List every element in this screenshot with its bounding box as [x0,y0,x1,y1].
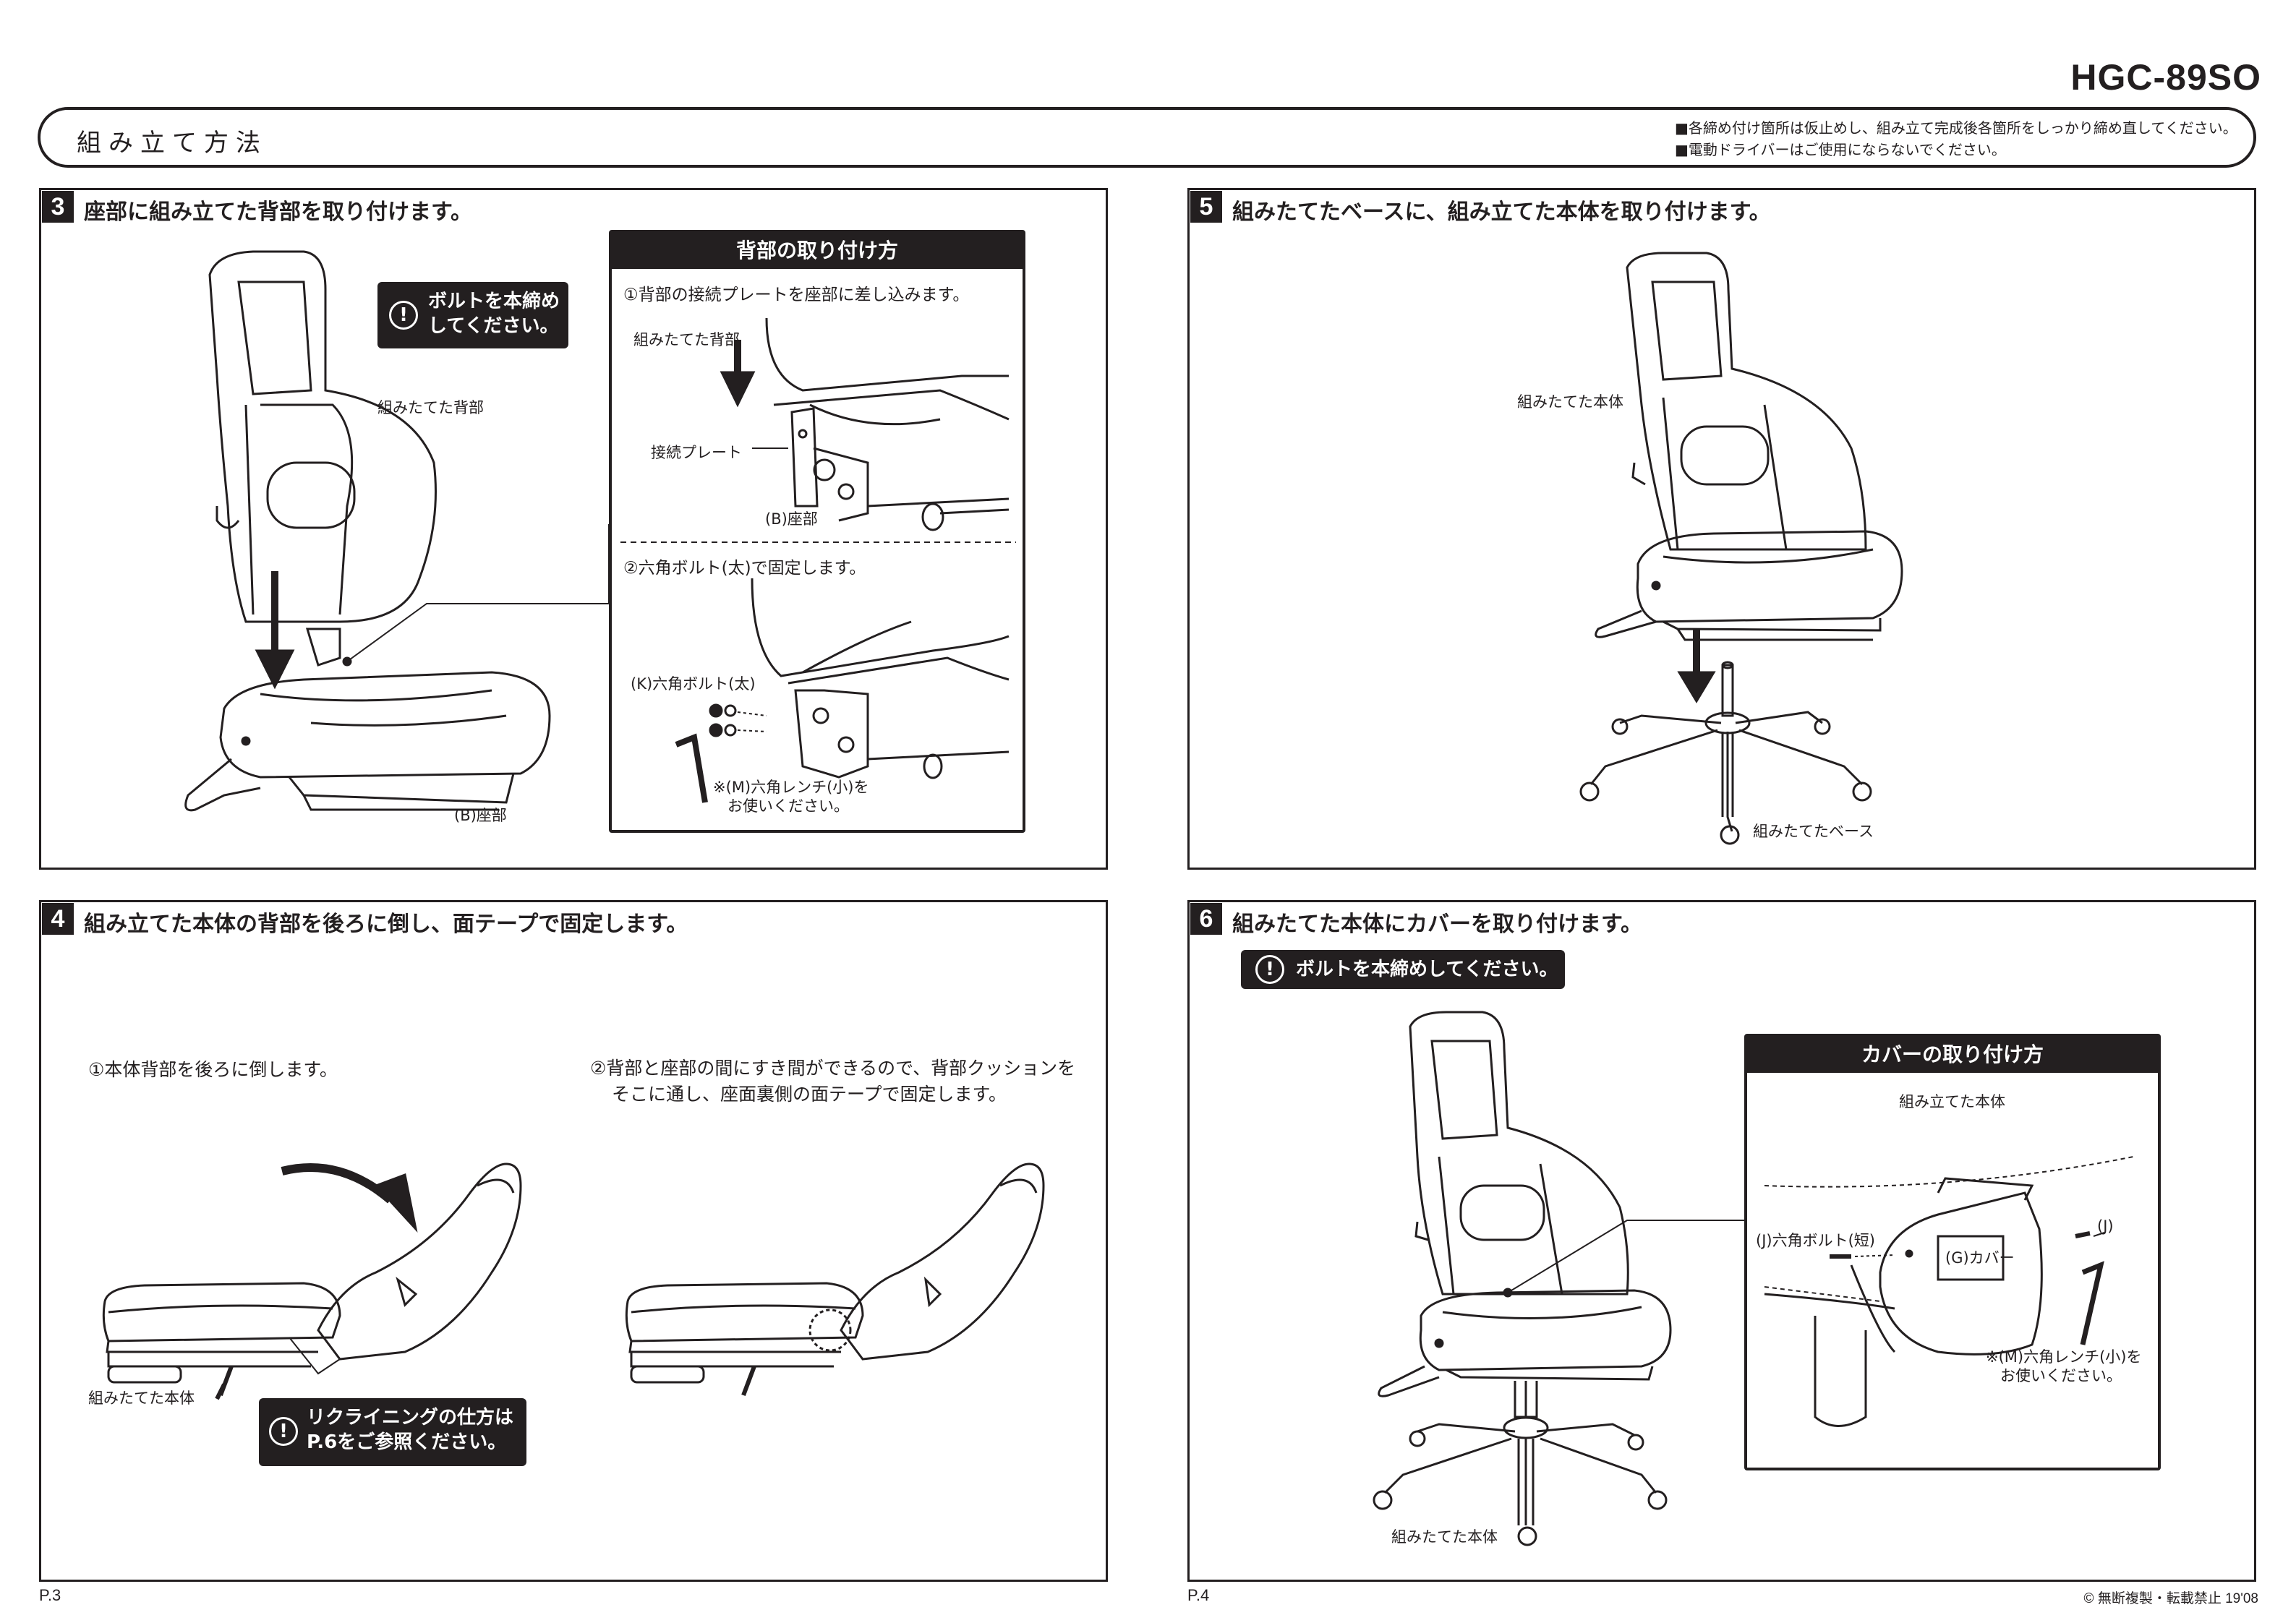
inset-title: 背部の取り付け方 [612,233,1023,269]
label-hex-wrench: ※(M)六角レンチ(小)を お使いください。 [1986,1348,2142,1385]
step5-number: 5 [1190,191,1222,223]
label-assembled-back: 組みたてた背部 [377,399,484,416]
page-number-right: P.4 [1187,1586,1210,1604]
label-assembled-body: 組みたてた本体 [1517,393,1623,411]
step4-title: 組み立てた本体の背部を後ろに倒し、面テープで固定します。 [84,912,688,937]
label-hex-wrench: ※(M)六角レンチ(小)を お使いください。 [713,778,869,815]
note-line: ■電動ドライバーはご使用にならないでください。 [1675,141,2006,158]
warning-line: リクライニングの仕方は [307,1407,514,1429]
label-assembled-body: 組みたてた本体 [88,1389,195,1407]
exclamation-icon: ! [389,301,418,330]
note-line: ■各締め付け箇所は仮止めし、組み立て完成後各箇所をしっかり締め直してください。 [1675,119,2237,137]
step4-substep-2: ②背部と座部の間にすき間ができるので、背部クッションを そこに通し、座面裏側の面… [590,1055,1075,1108]
step6-title: 組みたてた本体にカバーを取り付けます。 [1232,912,1642,937]
step6-panel [1187,900,2256,1582]
model-number: HGC-89SO [2070,57,2261,98]
label-connecting-plate: 接続プレート [651,444,742,461]
inset-step-1: ①背部の接続プレートを座部に差し込みます。 [623,286,970,304]
label-hex-bolt-thick: (K)六角ボルト(太) [631,675,756,693]
step3-title: 座部に組み立てた背部を取り付けます。 [84,200,472,225]
step5-title: 組みたてたベースに、組み立てた本体を取り付けます。 [1232,200,1771,225]
wrench-line: お使いください。 [727,797,849,815]
wrench-line: ※(M)六角レンチ(小)を [713,779,869,796]
warning-line: P.6をご参照ください。 [307,1431,507,1453]
substep-line: ②背部と座部の間にすき間ができるので、背部クッションを [590,1058,1076,1079]
step5-panel [1187,188,2256,870]
step6-warning-badge: ! ボルトを本締めしてください。 [1241,950,1565,989]
title-bar: 組み立て方法 ■各締め付け箇所は仮止めし、組み立て完成後各箇所をしっかり締め直し… [38,107,2256,168]
label-bolt-j: (J) [2097,1217,2114,1235]
copyright-notice: © 無断複製・転載禁止 19'08 [2083,1591,2258,1606]
label-assembled-body: 組みたてた本体 [1391,1528,1498,1546]
exclamation-icon: ! [269,1417,298,1446]
step4-number: 4 [42,903,74,935]
step3-panel [39,188,1108,870]
warning-line: ボルトを本締め [428,291,560,312]
step3-warning-badge: ! ボルトを本締め してください。 [377,282,568,348]
warning-line: ボルトを本締めしてください。 [1296,959,1558,980]
reclining-reference-badge: ! リクライニングの仕方は P.6をご参照ください。 [259,1398,526,1466]
inset-step-2: ②六角ボルト(太)で固定します。 [623,559,866,578]
step4-substep-1: ①本体背部を後ろに倒します。 [88,1059,338,1080]
label-seat-b: (B)座部 [765,510,818,528]
step4-panel [39,900,1108,1582]
label-assembled-body: 組み立てた本体 [1899,1093,2005,1110]
assembly-notes: ■各締め付け箇所は仮止めし、組み立て完成後各箇所をしっかり締め直してください。 … [1675,117,2237,160]
cover-attachment-inset: カバーの取り付け方 [1744,1034,2161,1470]
page-number-left: P.3 [39,1586,61,1604]
warning-line: してください。 [428,315,559,337]
exclamation-icon: ! [1255,955,1284,984]
substep-line: そこに通し、座面裏側の面テープで固定します。 [612,1084,1007,1105]
step3-number: 3 [42,191,74,223]
inset-title: カバーの取り付け方 [1747,1037,2158,1073]
page-title: 組み立て方法 [77,129,268,158]
label-assembled-base: 組みたてたベース [1753,823,1874,840]
backrest-attachment-inset: 背部の取り付け方 [609,230,1025,833]
step6-number: 6 [1190,903,1222,935]
label-assembled-back: 組みたてた背部 [633,331,740,348]
wrench-line: お使いください。 [2000,1367,2122,1384]
label-hex-bolt-short: (J)六角ボルト(短) [1756,1232,1875,1249]
